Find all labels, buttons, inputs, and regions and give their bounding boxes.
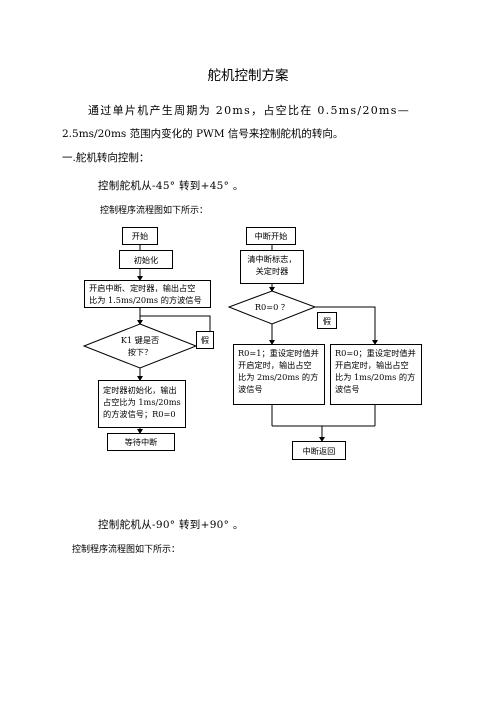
flow-enable-line1: 开启中断、定时器，输出占空	[89, 283, 196, 293]
decision-r0-diamond	[227, 290, 317, 325]
flow-init-label: 初始化	[133, 255, 159, 265]
flow-wait-label: 等待中断	[124, 437, 158, 447]
isr-right-line3: 比为 1ms/20ms 的方	[335, 372, 416, 382]
flow-enable-line2: 比为 1.5ms/20ms 的方波信号	[89, 295, 202, 305]
flow-false-label: 假	[200, 335, 210, 345]
flow-reset-line3: 的方波信号；R0=0	[103, 409, 176, 419]
decision-k1-text: K1 键是否 按下？	[100, 334, 180, 358]
subsection-heading-1: 控制舵机从-45° 转到+45° 。	[98, 180, 244, 192]
isr-start-box: 中断开始	[246, 227, 296, 245]
intro-paragraph-line2: 2.5ms/20ms 范围内变化的 PWM 信号来控制舵机的转向。	[62, 128, 344, 140]
intro-paragraph-line1: 通过单片机产生周期为 20ms，占空比在 0.5ms/20ms—	[88, 104, 411, 117]
flow-start-box: 开始	[122, 227, 158, 245]
flow-enable-box: 开启中断、定时器，输出占空 比为 1.5ms/20ms 的方波信号	[84, 280, 211, 308]
page-title: 舵机控制方案	[207, 68, 289, 84]
isr-left-line3: 比为 2ms/20ms 的方	[238, 372, 319, 382]
flow-init-box: 初始化	[119, 250, 173, 269]
isr-false-label-box: 假	[317, 312, 337, 329]
isr-left-line2: 开启定时，输出占空	[238, 360, 312, 370]
isr-left-branch-box: R0=1；重设定时值并 开启定时，输出占空 比为 2ms/20ms 的方 波信号	[233, 344, 325, 405]
decision-k1-line1: K1 键是否	[120, 335, 160, 345]
flowchart-caption-2: 控制程序流程图如下所示：	[72, 545, 181, 555]
isr-return-label: 中断返回	[302, 446, 336, 456]
decision-k1-line2: 按下？	[127, 347, 153, 357]
isr-return-box: 中断返回	[292, 441, 346, 460]
flow-reset-box: 定时器初始化，输出 占空比为 1ms/20ms 的方波信号；R0=0	[98, 380, 186, 428]
flow-reset-line1: 定时器初始化，输出	[103, 385, 177, 395]
flow-false-label-box: 假	[196, 331, 214, 349]
isr-false-label: 假	[322, 316, 332, 326]
isr-clear-line2: 关定时器	[255, 266, 289, 276]
isr-right-line2: 开启定时，输出占空	[335, 360, 409, 370]
subsection-heading-2: 控制舵机从-90° 转到+90° 。	[98, 519, 244, 531]
isr-start-label: 中断开始	[254, 231, 288, 241]
flowchart-caption-1: 控制程序流程图如下所示：	[100, 206, 209, 216]
flow-wait-box: 等待中断	[107, 433, 175, 451]
flow-reset-line2: 占空比为 1ms/20ms	[103, 397, 181, 407]
flow-start-label: 开始	[131, 231, 149, 241]
section-heading: 一.舵机转向控制：	[62, 152, 150, 164]
decision-r0-label: R0=0 ？	[254, 302, 290, 312]
isr-clear-line1: 清中断标志，	[247, 254, 297, 264]
isr-left-line1: R0=1；重设定时值并	[238, 348, 319, 358]
decision-k1-diamond	[82, 323, 198, 369]
isr-clear-box: 清中断标志， 关定时器	[240, 250, 304, 284]
isr-left-line4: 波信号	[238, 384, 263, 394]
isr-right-line4: 波信号	[335, 384, 360, 394]
isr-right-line1: R0=0；重设定时值并	[335, 348, 416, 358]
isr-right-branch-box: R0=0；重设定时值并 开启定时，输出占空 比为 1ms/20ms 的方 波信号	[330, 344, 422, 405]
decision-r0-text: R0=0 ？	[242, 301, 302, 313]
